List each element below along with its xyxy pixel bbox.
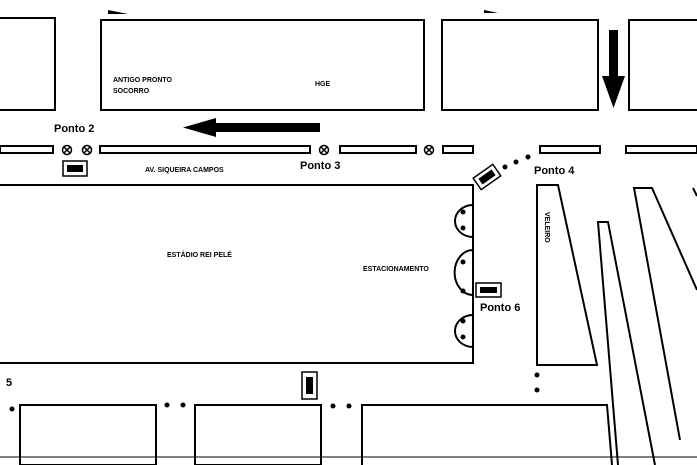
traffic-light-icon: [61, 144, 73, 156]
median-segment: [0, 145, 54, 154]
marker-dot: [534, 372, 540, 378]
label-avenue: AV. SIQUEIRA CAMPOS: [145, 167, 224, 174]
camera-icon: [301, 371, 318, 400]
marker-dot: [502, 164, 508, 170]
diagonal-block-2: [632, 187, 697, 441]
median-segment: [442, 145, 474, 154]
label-ponto-4: Ponto 4: [534, 165, 575, 177]
label-veleiro: VELEIRO: [543, 212, 550, 243]
traffic-light-icon: [81, 144, 93, 156]
marker-dot: [460, 288, 466, 294]
marker-dot: [460, 318, 466, 324]
block-bottom-3: [361, 404, 613, 465]
label-parking: ESTACIONAMENTO: [363, 266, 429, 273]
label-ponto-5: 5: [6, 377, 12, 389]
marker-dot: [525, 154, 531, 160]
parking-space: [453, 249, 474, 296]
marker-dot: [346, 403, 352, 409]
camera-icon: [62, 160, 88, 177]
median-segment: [99, 145, 311, 154]
block-top-middle: [441, 19, 599, 111]
traffic-light-icon: [318, 144, 330, 156]
marker-dot: [9, 406, 15, 412]
marker-dot: [460, 209, 466, 215]
direction-arrow-icon: [183, 118, 320, 137]
block-stadium: [0, 184, 474, 364]
direction-arrow-icon: [108, 10, 128, 14]
block-top-left: [0, 17, 56, 111]
label-antigo-pronto-socorro-line2: SOCORRO: [113, 88, 150, 95]
marker-dot: [460, 225, 466, 231]
block-bottom-2: [194, 404, 322, 465]
block-antigo-pronto-hge: [100, 19, 425, 111]
marker-dot: [534, 387, 540, 393]
camera-icon: [475, 282, 502, 298]
marker-dot: [330, 403, 336, 409]
parking-space: [454, 204, 474, 238]
label-antigo-pronto-socorro: ANTIGO PRONTO: [113, 77, 173, 84]
camera-icon: [472, 163, 502, 191]
block-veleiro: [536, 184, 599, 366]
median-segment: [539, 145, 601, 154]
diagonal-block-3: [692, 187, 697, 197]
median-segment: [339, 145, 417, 154]
marker-dot: [164, 402, 170, 408]
direction-arrow-icon: [484, 10, 498, 13]
direction-arrow-icon: [602, 30, 625, 108]
parking-space: [454, 314, 474, 348]
marker-dot: [513, 159, 519, 165]
block-bottom-1: [19, 404, 157, 465]
marker-dot: [460, 334, 466, 340]
label-hge: HGE: [315, 81, 331, 88]
label-ponto-6: Ponto 6: [480, 302, 520, 314]
block-top-right: [628, 19, 697, 111]
diagonal-block-1: [596, 221, 656, 465]
median-segment: [625, 145, 697, 154]
label-stadium: ESTÁDIO REI PELÉ: [167, 250, 232, 259]
marker-dot: [180, 402, 186, 408]
label-ponto-3: Ponto 3: [300, 160, 340, 172]
marker-dot: [460, 259, 466, 265]
label-ponto-2: Ponto 2: [54, 123, 94, 135]
traffic-light-icon: [423, 144, 435, 156]
